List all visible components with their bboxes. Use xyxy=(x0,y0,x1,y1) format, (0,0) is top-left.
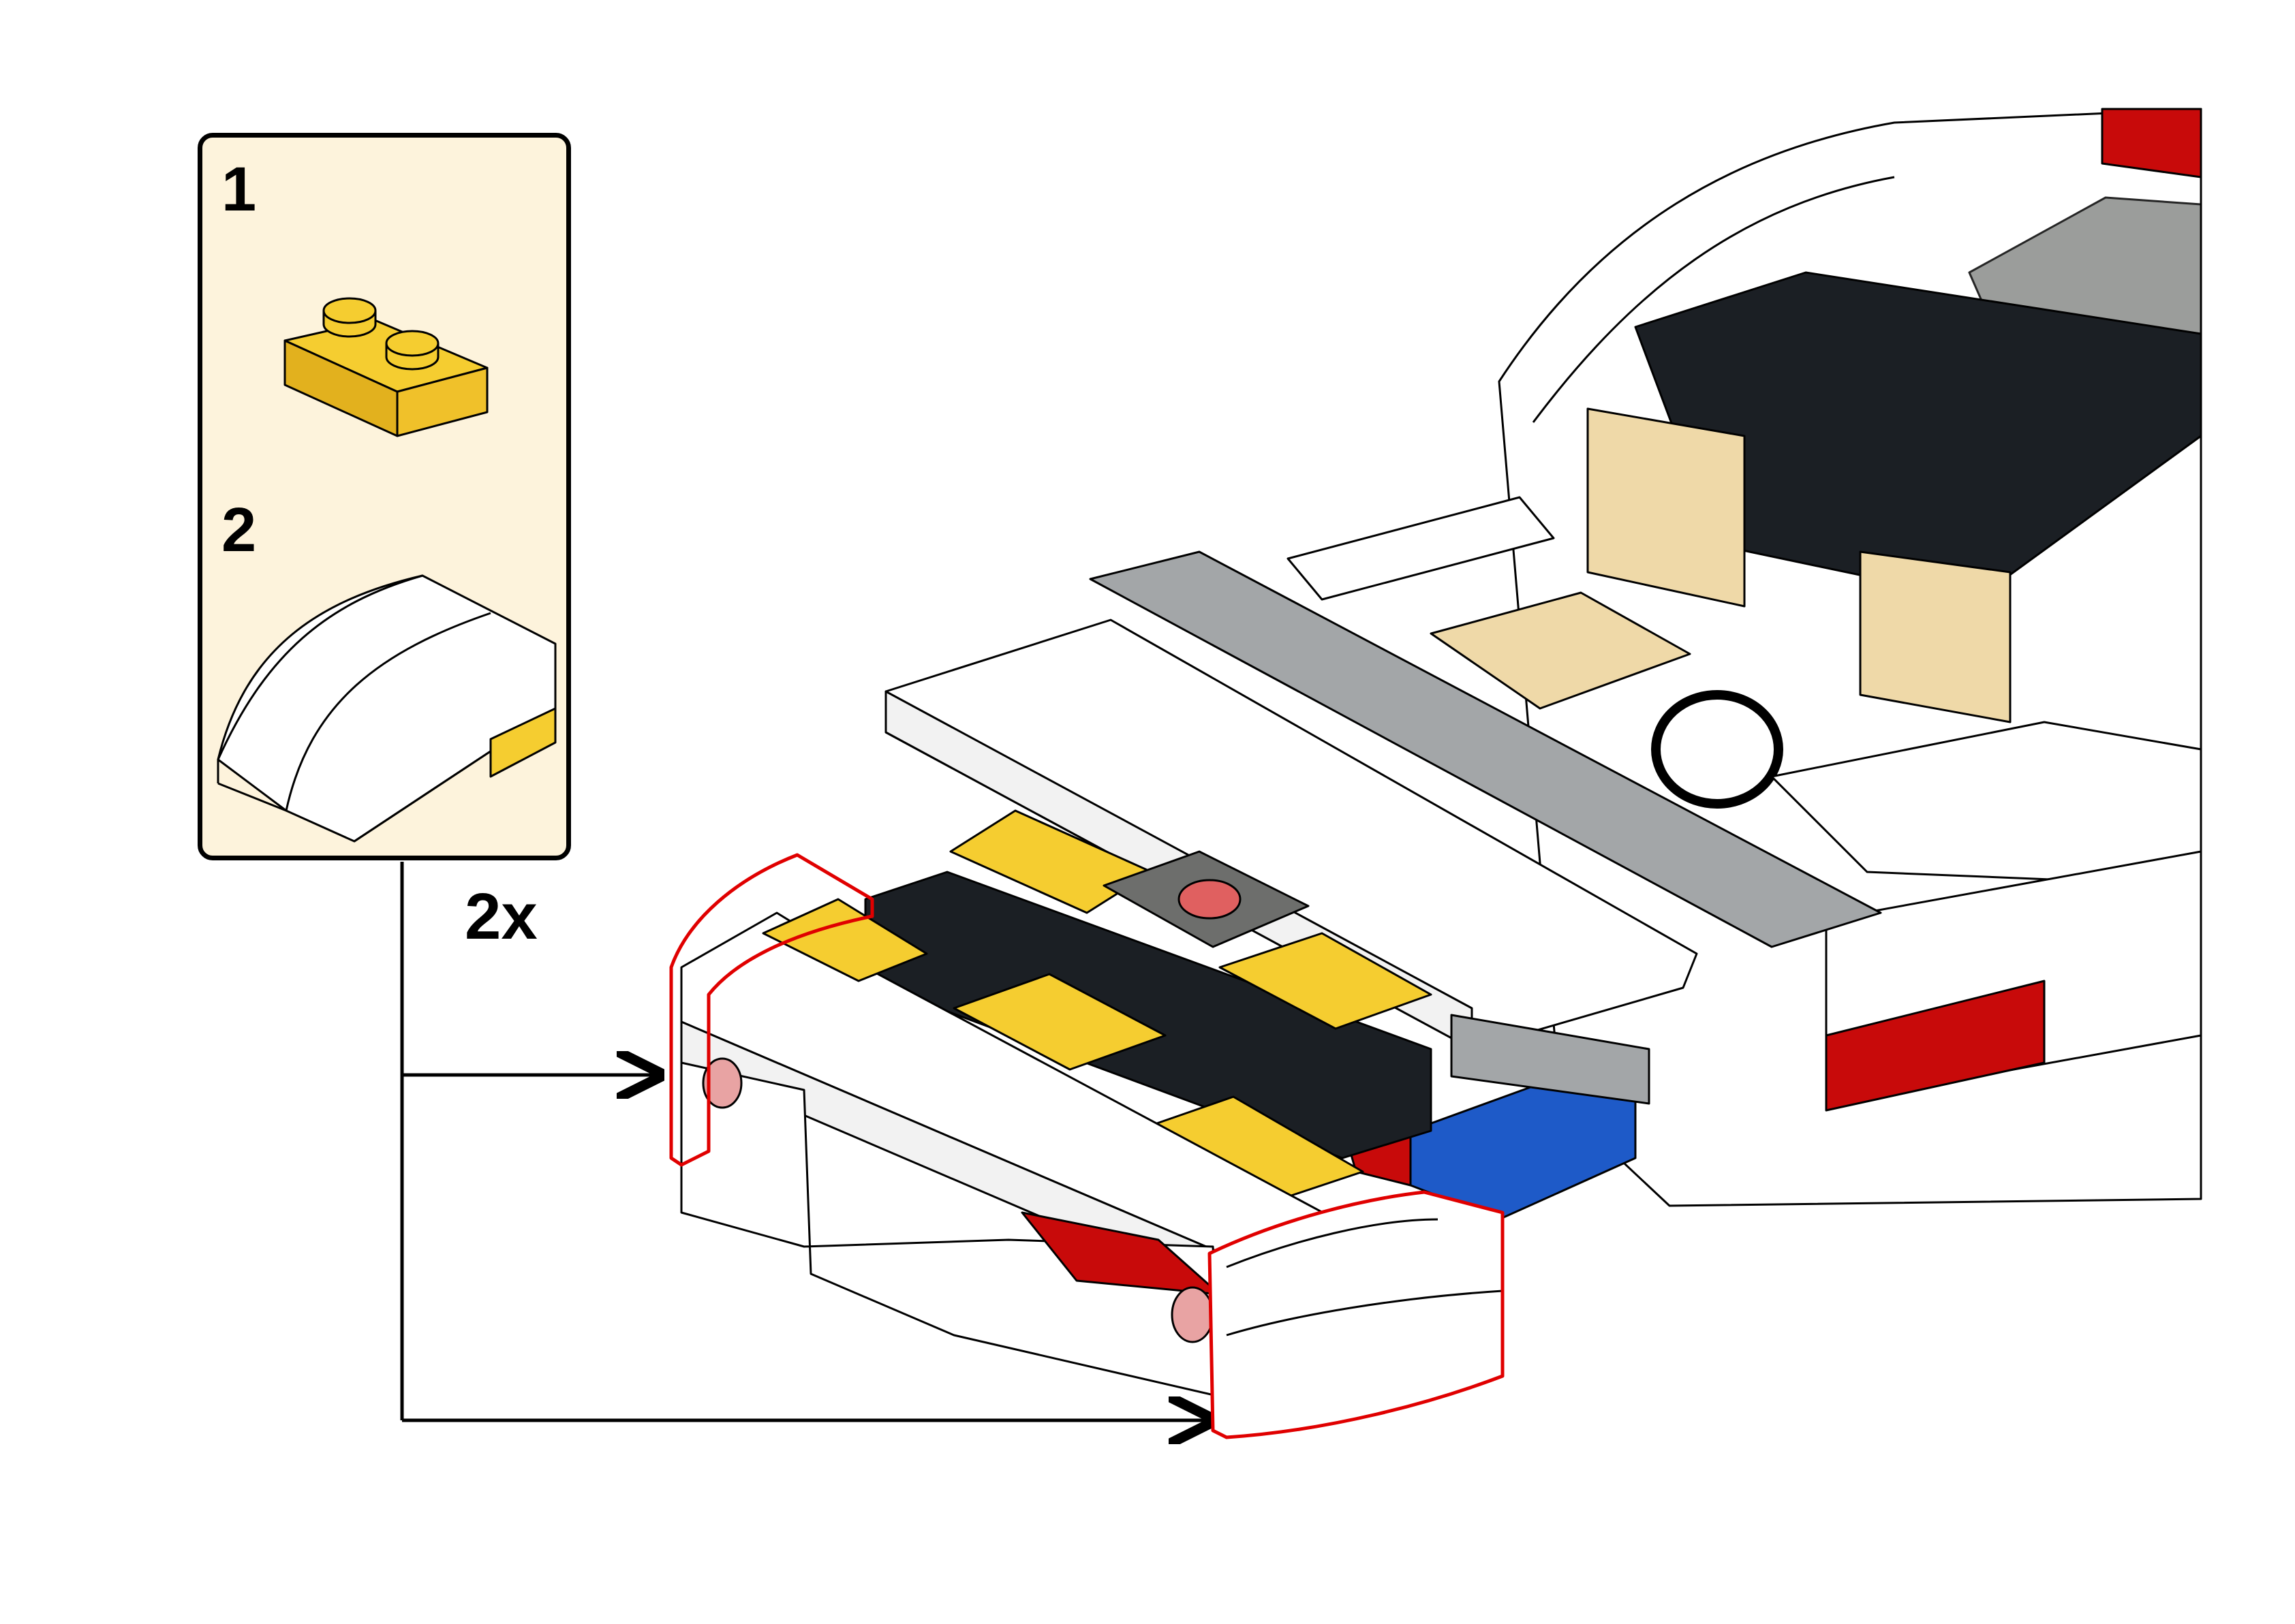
step-number-1: 1 xyxy=(221,155,257,224)
placement-arrows xyxy=(400,862,1210,1420)
car-model xyxy=(680,108,2202,1398)
new-part-right xyxy=(1207,1190,1505,1439)
white-curved-slope xyxy=(217,574,557,843)
quantity-multiplier: 2x xyxy=(465,880,538,953)
step-number-2: 2 xyxy=(221,495,257,565)
new-part-left xyxy=(669,853,874,1167)
yellow-plate-1x2 xyxy=(283,297,489,437)
